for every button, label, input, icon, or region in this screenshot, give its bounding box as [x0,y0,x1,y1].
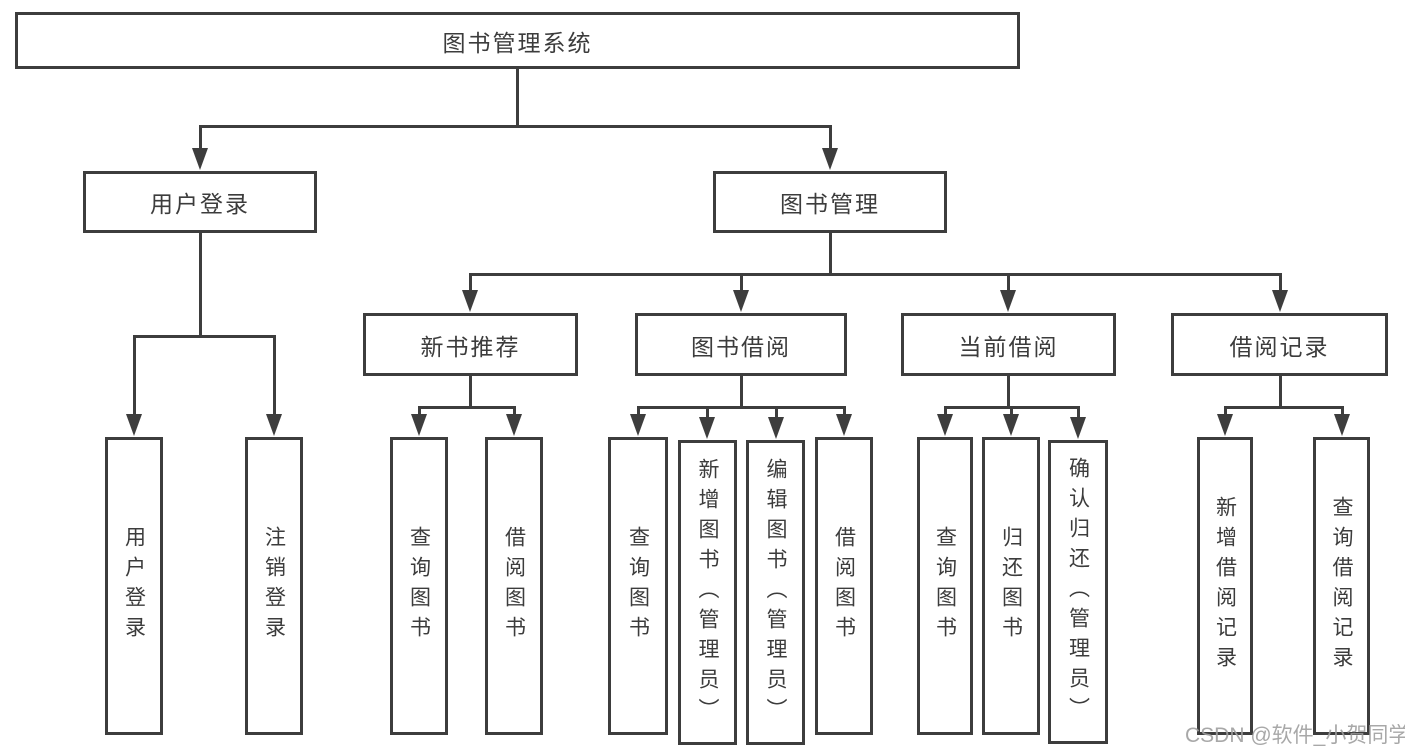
node-user-login-label: 用户登录 [150,191,250,217]
leaf-add-books-admin: 新增图书（管理员） [678,440,737,745]
watermark: CSDN @软件_小贺同学 [1185,724,1405,747]
connector-vline [740,376,743,409]
connector-arrowhead [1000,290,1016,312]
connector-hline [133,335,276,338]
connector-arrowhead [733,290,749,312]
connector-vline [637,406,640,414]
leaf-add-books-admin-label: 新增图书（管理员） [696,457,719,728]
leaf-query-borrow-record-label: 查询借阅记录 [1330,496,1353,676]
connector-arrowhead [1217,414,1233,436]
node-book-management: 图书管理 [713,171,947,233]
leaf-add-borrow-record-label: 新增借阅记录 [1213,496,1237,676]
node-borrow-records: 借阅记录 [1171,313,1388,376]
connector-arrowhead [768,417,784,439]
connector-hline [418,406,516,409]
leaf-user-login-label: 用户登录 [122,526,146,646]
node-new-book-recommend: 新书推荐 [363,313,578,376]
connector-arrowhead [822,148,838,170]
leaf-logout-login: 注销登录 [245,437,303,735]
connector-vline [1279,376,1282,409]
connector-vline [1077,406,1080,417]
leaf-confirm-return-admin-label: 确认归还（管理员） [1066,457,1090,727]
connector-vline [740,273,743,290]
connector-vline [516,69,519,128]
connector-hline [1224,406,1344,409]
node-borrow-records-label: 借阅记录 [1229,333,1330,360]
leaf-add-borrow-record: 新增借阅记录 [1197,437,1253,735]
leaf-return-books: 归还图书 [982,437,1040,735]
connector-vline [1007,273,1010,290]
connector-vline [1279,273,1282,290]
connector-vline [706,406,709,417]
connector-vline [1341,406,1344,414]
leaf-borrow-books-recommend: 借阅图书 [485,437,543,735]
connector-vline [1224,406,1227,414]
leaf-user-login: 用户登录 [105,437,163,735]
connector-arrowhead [836,414,852,436]
connector-arrowhead [506,414,522,436]
connector-arrowhead [699,417,715,439]
connector-vline [273,335,276,414]
connector-arrowhead [266,414,282,436]
connector-hline [199,125,832,128]
connector-arrowhead [630,414,646,436]
connector-vline [418,406,421,414]
leaf-edit-books-admin-label: 编辑图书（管理员） [764,457,787,728]
connector-arrowhead [1070,417,1086,439]
connector-arrowhead [462,290,478,312]
node-book-management-label: 图书管理 [780,191,880,217]
leaf-query-books-borrow-label: 查询图书 [626,526,650,646]
connector-arrowhead [411,414,427,436]
leaf-return-books-label: 归还图书 [999,526,1023,646]
connector-arrowhead [1334,414,1350,436]
connector-vline [199,233,202,338]
connector-vline [469,376,472,409]
leaf-borrow-books-recommend-label: 借阅图书 [502,526,526,646]
leaf-edit-books-admin: 编辑图书（管理员） [746,440,805,745]
node-book-borrow-label: 图书借阅 [691,333,791,360]
leaf-confirm-return-admin: 确认归还（管理员） [1048,440,1108,744]
connector-vline [829,233,832,276]
connector-vline [469,273,472,290]
leaf-query-borrow-record: 查询借阅记录 [1313,437,1370,735]
node-user-login: 用户登录 [83,171,317,233]
node-new-book-recommend-label: 新书推荐 [420,333,521,360]
leaf-logout-login-label: 注销登录 [262,526,286,646]
leaf-query-books-borrow: 查询图书 [608,437,668,735]
connector-hline [469,273,1282,276]
connector-vline [1007,376,1010,409]
connector-vline [944,406,947,414]
node-root-label: 图书管理系统 [442,29,593,56]
connector-vline [133,335,136,414]
leaf-borrow-books-label: 借阅图书 [832,526,856,646]
leaf-borrow-books: 借阅图书 [815,437,873,735]
node-book-borrow: 图书借阅 [635,313,847,376]
connector-vline [829,125,832,150]
node-current-borrow: 当前借阅 [901,313,1116,376]
connector-arrowhead [192,148,208,170]
connector-arrowhead [1272,290,1288,312]
connector-vline [199,125,202,150]
connector-vline [775,406,778,417]
connector-vline [1010,406,1013,414]
leaf-query-books-current-label: 查询图书 [933,526,957,646]
connector-vline [513,406,516,414]
connector-arrowhead [126,414,142,436]
leaf-query-books-recommend: 查询图书 [390,437,448,735]
node-root: 图书管理系统 [15,12,1020,69]
connector-arrowhead [937,414,953,436]
leaf-query-books-current: 查询图书 [917,437,973,735]
connector-arrowhead [1003,414,1019,436]
connector-vline [843,406,846,414]
node-current-borrow-label: 当前借阅 [958,333,1059,360]
leaf-query-books-recommend-label: 查询图书 [407,526,431,646]
connector-hline [637,406,846,409]
